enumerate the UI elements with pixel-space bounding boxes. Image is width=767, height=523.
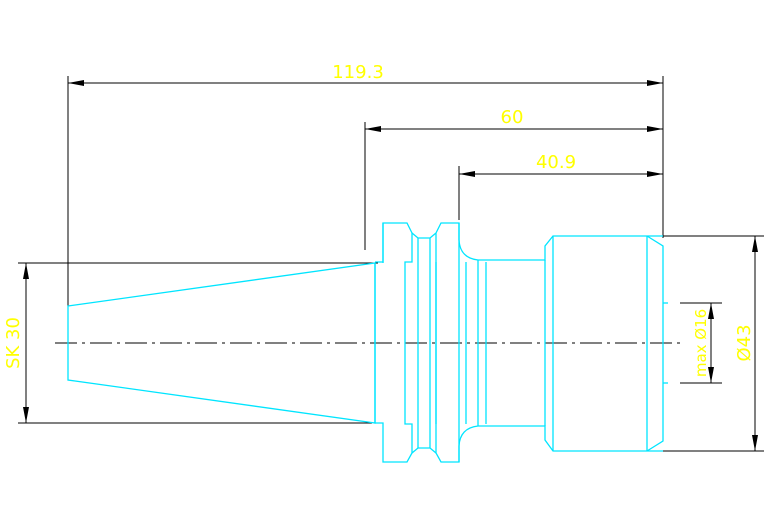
label-outer-diameter: Ø43 bbox=[734, 324, 755, 361]
arrow-flange-right bbox=[647, 126, 663, 132]
dimension-lines bbox=[18, 76, 764, 452]
arrow-flange-left bbox=[365, 126, 381, 132]
label-length-from-shoulder: 40.9 bbox=[536, 152, 576, 173]
arrow-overall-left bbox=[68, 80, 84, 86]
arrowheads bbox=[23, 80, 758, 451]
label-overall-length: 119.3 bbox=[332, 62, 384, 83]
part-outline bbox=[67, 222, 668, 463]
arrow-taper-bottom bbox=[23, 407, 29, 423]
flange bbox=[374, 222, 413, 463]
arrow-od-bottom bbox=[752, 435, 758, 451]
body-right-end bbox=[646, 235, 664, 452]
dimension-labels: 119.3 60 40.9 SK 30 max Ø16 Ø43 bbox=[3, 62, 755, 377]
label-taper: SK 30 bbox=[3, 317, 24, 369]
arrow-od-top bbox=[752, 236, 758, 252]
v-groove-left bbox=[411, 232, 437, 239]
arrow-taper-top bbox=[23, 263, 29, 279]
label-clamp-diameter: max Ø16 bbox=[692, 309, 710, 377]
arrow-bore-top bbox=[708, 303, 714, 319]
arrow-overall-right bbox=[647, 80, 663, 86]
arrow-bore-bottom bbox=[708, 367, 714, 383]
arrow-shoulder-right bbox=[647, 171, 663, 177]
v-groove-left-bottom bbox=[411, 447, 437, 454]
arrow-shoulder-left bbox=[459, 171, 475, 177]
shoulder-top bbox=[458, 223, 663, 261]
shoulder-bottom bbox=[458, 425, 663, 462]
label-length-from-flange: 60 bbox=[501, 107, 524, 128]
